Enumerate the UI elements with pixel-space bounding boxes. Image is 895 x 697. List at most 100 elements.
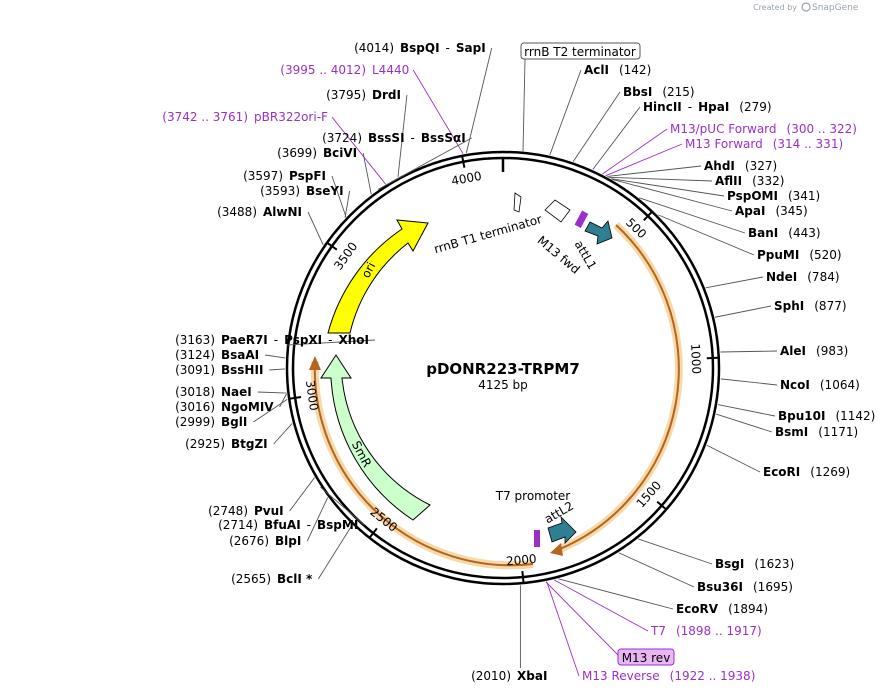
- primer-range: (3995 .. 4012): [280, 63, 366, 77]
- leader-line: [331, 175, 347, 217]
- site-name: BfuAI: [264, 518, 301, 532]
- scale-tick-label: 4000: [450, 169, 483, 189]
- m13-fwd-primer-mark[interactable]: [574, 210, 589, 228]
- attl1-arrow[interactable]: [584, 220, 613, 245]
- site-name: PspFI: [289, 169, 326, 183]
- site-name: AhdI: [704, 159, 735, 173]
- rrnb-t1-terminator-mark[interactable]: [513, 192, 522, 213]
- site-name: HpaI: [698, 100, 729, 114]
- scale-tick-mark: [656, 500, 667, 511]
- site-position: (327): [745, 159, 777, 173]
- scale-tick-mark: [368, 527, 378, 539]
- site-position: (341): [788, 189, 820, 203]
- site-position: (3018): [175, 385, 215, 399]
- site-name: EcoRV: [676, 602, 719, 616]
- primer-label: M13 Forward: [685, 137, 763, 151]
- site-name: BciVI: [323, 146, 357, 160]
- site-position: (3724): [322, 131, 362, 145]
- attl2-arrow[interactable]: [547, 515, 577, 544]
- snapgene-brand: SnapGene: [812, 3, 859, 13]
- site-name: SapI: [456, 41, 486, 55]
- primer-range: (1922 .. 1938): [670, 669, 756, 683]
- site-name: BglI: [221, 415, 247, 429]
- leader-line: [307, 211, 324, 246]
- site-position: (3597): [243, 169, 283, 183]
- leader-line: [607, 165, 702, 177]
- site-position: (215): [662, 85, 694, 99]
- rrnb-t1-terminator-arrow[interactable]: [544, 199, 571, 223]
- site-position: (983): [816, 344, 848, 358]
- leader-line: [320, 486, 365, 526]
- site-name: BseYI: [306, 184, 344, 198]
- leader-line: [705, 276, 764, 289]
- site-name: BanI: [748, 226, 778, 240]
- primer-label: pBR322ori-F: [254, 110, 328, 124]
- ori-arrow[interactable]: [327, 219, 429, 334]
- primer-range: (300 .. 322): [787, 122, 857, 136]
- rrnb-t2-terminator-box[interactable]: [520, 42, 641, 60]
- site-position: (2676): [229, 534, 269, 548]
- site-position: (4014): [354, 41, 394, 55]
- leader-line: [715, 413, 773, 433]
- primer-range: (1898 .. 1917): [676, 624, 762, 638]
- site-name: XbaI: [517, 669, 547, 683]
- scale-tick-mark: [289, 396, 302, 400]
- leader-line: [257, 391, 287, 394]
- leader-line: [253, 398, 288, 423]
- leader-line: [638, 538, 713, 565]
- leader-line: [611, 178, 725, 197]
- site-position: (443): [788, 226, 820, 240]
- site-name: PspOMI: [727, 189, 778, 203]
- site-name: AlwNI: [263, 205, 302, 219]
- site-name: AflII: [715, 174, 742, 188]
- site-position: (345): [775, 204, 807, 218]
- site-name: PaeR7I: [221, 333, 268, 347]
- site-position: (1894): [728, 602, 768, 616]
- site-separator: -: [688, 100, 692, 114]
- site-position: (1623): [754, 557, 794, 571]
- site-position: (2999): [175, 415, 215, 429]
- site-position: (3699): [277, 146, 317, 160]
- leader-line: [602, 128, 668, 175]
- leader-line: [306, 497, 329, 542]
- site-position: (2925): [185, 437, 225, 451]
- site-name: Bpu10I: [778, 409, 825, 423]
- site-name: BsaAI: [221, 348, 259, 362]
- site-name: PpuMI: [757, 248, 799, 262]
- site-name: BclI *: [277, 572, 313, 586]
- leader-line: [717, 404, 776, 417]
- leader-line: [286, 339, 376, 346]
- site-name: EcoRI: [763, 465, 800, 479]
- leader-line: [657, 214, 755, 256]
- orf-arc-left[interactable]: [313, 360, 534, 567]
- scale-tick-mark: [706, 356, 719, 360]
- leader-line: [572, 91, 621, 162]
- leader-line: [608, 176, 713, 182]
- site-position: (2714): [218, 518, 258, 532]
- site-separator: -: [307, 518, 311, 532]
- site-position: (3124): [175, 348, 215, 362]
- site-position: (3016): [175, 400, 215, 414]
- orf-arcs: [309, 222, 683, 570]
- leader-line: [269, 368, 286, 371]
- primer-label: L4440: [372, 63, 409, 77]
- smr-arrow[interactable]: [320, 354, 431, 521]
- orf-arc-right[interactable]: [559, 224, 680, 550]
- scale-tick-label: 3000: [303, 379, 321, 411]
- site-position: (784): [807, 270, 839, 284]
- site-position: (1695): [753, 580, 793, 594]
- site-name: BlpI: [275, 534, 301, 548]
- site-name: NcoI: [780, 378, 810, 392]
- leader-line: [362, 152, 372, 195]
- m13-fwd-label: M13 fwd: [535, 233, 583, 276]
- leader-line: [592, 106, 641, 170]
- scale-tick-mark: [461, 155, 466, 168]
- orf-arc-right-glow: [558, 222, 683, 553]
- m13-rev-box[interactable]: [617, 648, 675, 666]
- orf-right-arrowhead: [550, 543, 563, 556]
- site-position: (3163): [175, 333, 215, 347]
- site-name: BspMI: [317, 518, 358, 532]
- site-position: (1142): [835, 409, 875, 423]
- t7-promoter-mark[interactable]: [534, 530, 540, 547]
- primer-label: M13/pUC Forward: [670, 122, 777, 136]
